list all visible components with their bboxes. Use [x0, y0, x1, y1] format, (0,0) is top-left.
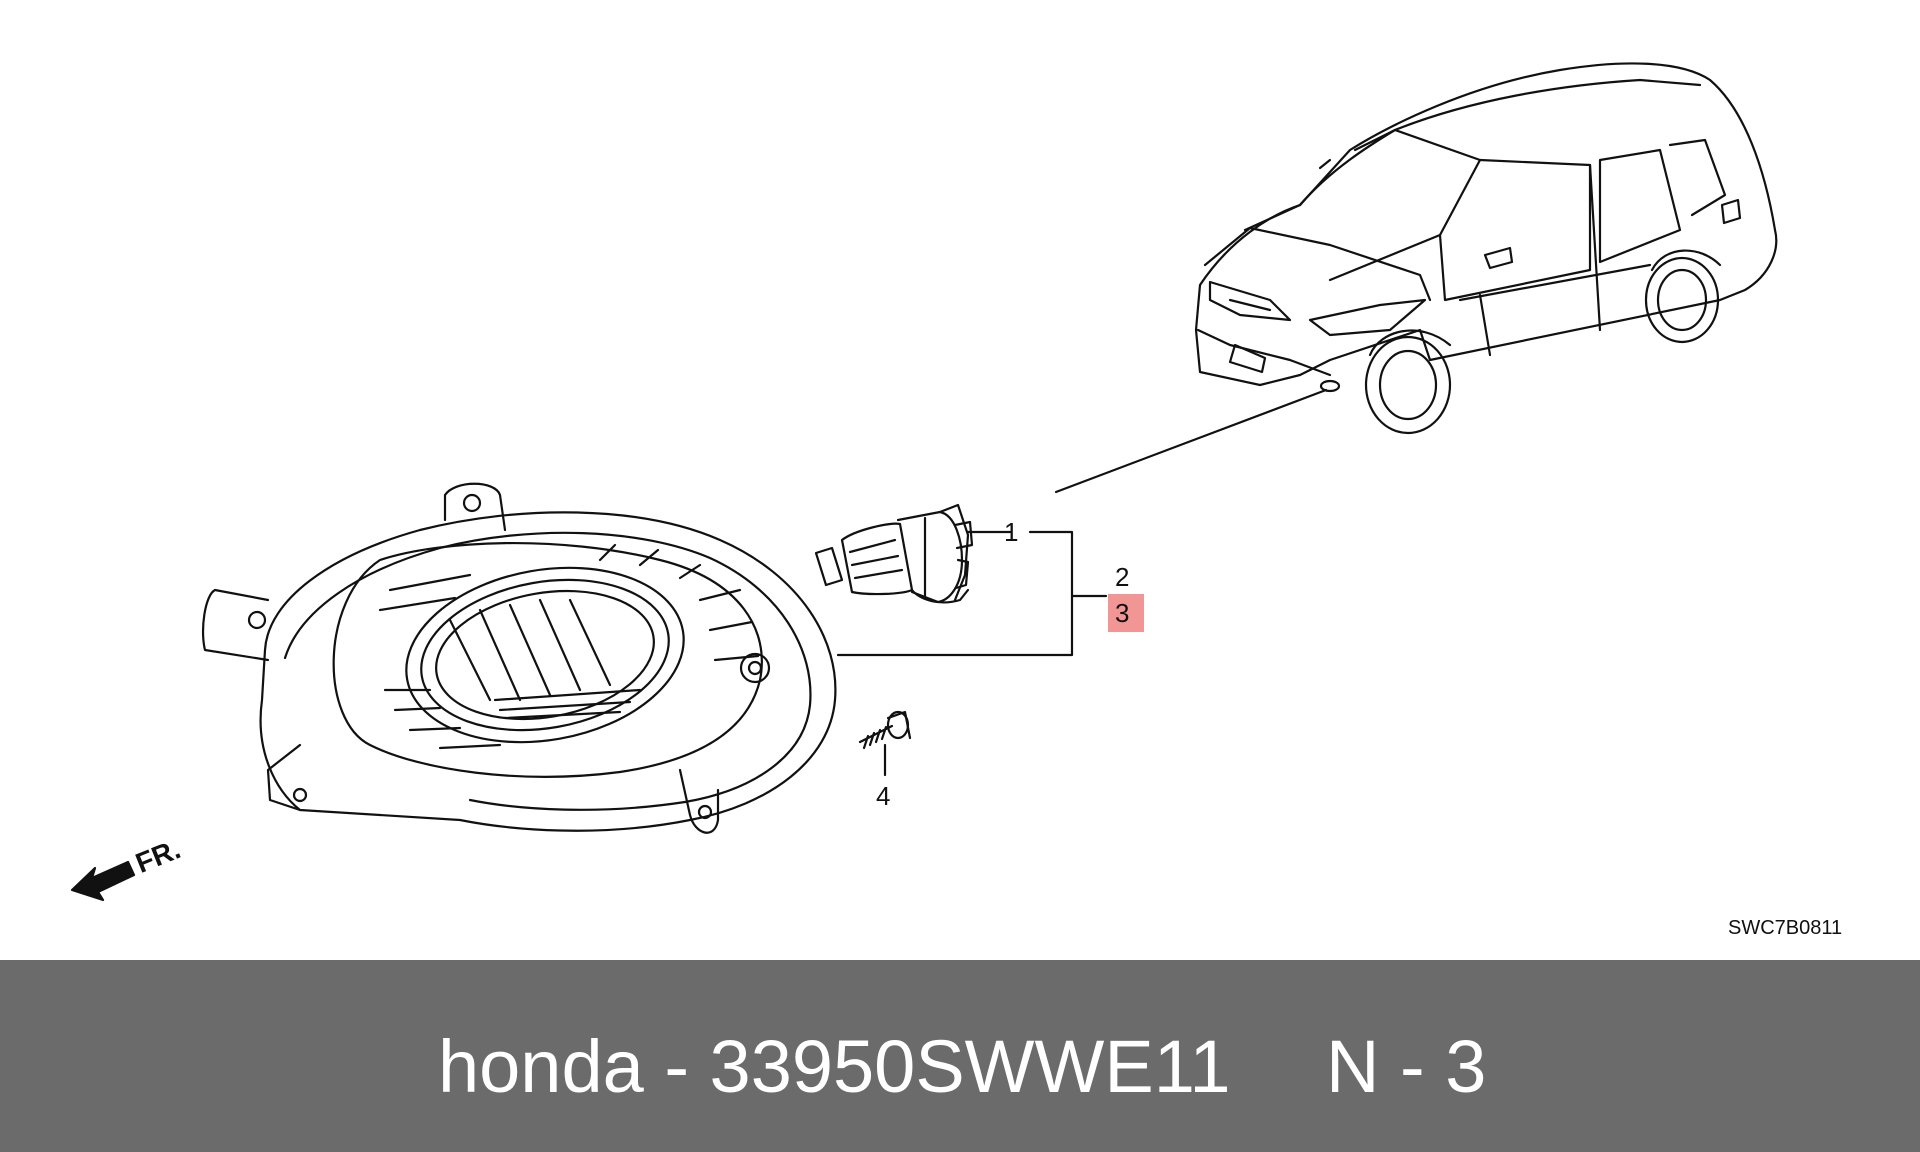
vehicle-illustration [1194, 62, 1778, 435]
parts-diagram [70, 62, 1778, 902]
bulb-illustration [814, 503, 974, 604]
fog-light-assembly [201, 482, 837, 834]
callout-1: 1 [1004, 517, 1019, 547]
callout-3: 3 [1115, 598, 1130, 628]
footer-bar [0, 960, 1920, 1152]
vehicle-leader-line [1054, 388, 1328, 494]
screw-illustration [858, 710, 912, 750]
diagram-reference-code: SWC7B0811 [1728, 917, 1843, 939]
callout-2: 2 [1115, 562, 1130, 592]
front-direction-arrow [70, 860, 136, 902]
callout-highlight [1108, 594, 1144, 632]
callout-4: 4 [876, 781, 891, 811]
callout-bracket [836, 530, 1074, 657]
part-position-code: N - 3 [1326, 1025, 1487, 1108]
part-title: honda - 33950SWWE11 [438, 1025, 1231, 1108]
